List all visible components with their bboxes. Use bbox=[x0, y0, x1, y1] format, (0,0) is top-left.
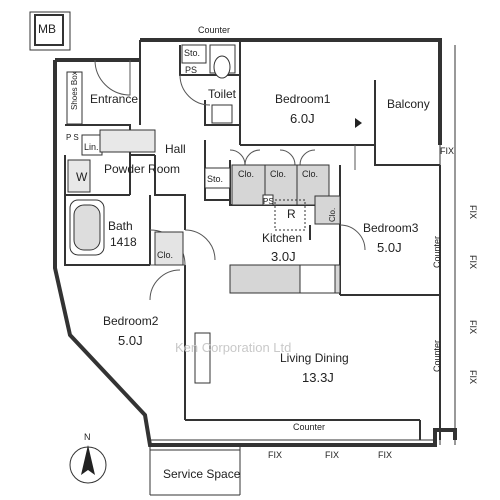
sto-toilet-label: Sto. bbox=[184, 48, 200, 58]
balcony-label: Balcony bbox=[387, 97, 430, 111]
fix-label-2: FIX bbox=[468, 205, 478, 219]
fix-label-1: FIX bbox=[440, 146, 454, 156]
r-label: R bbox=[287, 207, 296, 221]
watermark: Ken Corporation Ltd bbox=[175, 340, 291, 355]
ps-left-label: P S bbox=[66, 133, 79, 142]
clo-3-label: Clo. bbox=[302, 169, 318, 179]
bedroom1-area: 6.0J bbox=[290, 111, 315, 126]
ps-kitchen-label: PS bbox=[263, 197, 274, 206]
lin-label: Lin. bbox=[84, 142, 99, 152]
bath-label: Bath bbox=[108, 219, 133, 233]
service-space-label: Service Space bbox=[163, 467, 241, 481]
bedroom2-label: Bedroom2 bbox=[103, 314, 159, 328]
clo-2-label: Clo. bbox=[270, 169, 286, 179]
bath-size-label: 1418 bbox=[110, 235, 137, 249]
north-arrow bbox=[69, 445, 107, 484]
kitchen-label: Kitchen bbox=[262, 231, 302, 245]
counter-bottom-label: Counter bbox=[293, 422, 325, 432]
living-dining-area: 13.3J bbox=[302, 370, 334, 385]
balcony-rails bbox=[149, 45, 456, 496]
mb-box bbox=[29, 11, 71, 51]
fix-label-3: FIX bbox=[468, 255, 478, 269]
toilet-label: Toilet bbox=[208, 87, 237, 101]
fix-label-7: FIX bbox=[325, 450, 339, 460]
powder-room-label: Powder Room bbox=[104, 162, 180, 176]
counter-right-lower-label: Counter bbox=[432, 340, 442, 372]
balcony-pointer bbox=[355, 118, 362, 128]
ps-top-label: PS bbox=[185, 65, 197, 75]
bedroom2-area: 5.0J bbox=[118, 333, 143, 348]
kitchen-area: 3.0J bbox=[271, 249, 296, 264]
hall-label: Hall bbox=[165, 142, 186, 156]
counter-top-label: Counter bbox=[198, 25, 230, 35]
bedroom3-area: 5.0J bbox=[377, 240, 402, 255]
clo-bed3-label: Clo. bbox=[328, 208, 337, 222]
fixtures bbox=[66, 44, 341, 384]
living-dining-label: Living Dining bbox=[280, 351, 349, 365]
counter-right-upper-label: Counter bbox=[432, 236, 442, 268]
north-label: N bbox=[84, 432, 91, 442]
clo-1-label: Clo. bbox=[238, 169, 254, 179]
fix-label-8: FIX bbox=[378, 450, 392, 460]
fix-label-6: FIX bbox=[268, 450, 282, 460]
fix-label-5: FIX bbox=[468, 370, 478, 384]
sto-hall-label: Sto. bbox=[207, 174, 223, 184]
shoes-box-label: Shoes Box bbox=[70, 71, 79, 110]
clo-bath-label: Clo. bbox=[157, 250, 173, 260]
w-label: W bbox=[76, 170, 88, 184]
bedroom3-label: Bedroom3 bbox=[363, 221, 419, 235]
bedroom1-label: Bedroom1 bbox=[275, 92, 331, 106]
entrance-label: Entrance bbox=[90, 92, 138, 106]
fix-label-4: FIX bbox=[468, 320, 478, 334]
mb-label: MB bbox=[38, 22, 56, 36]
